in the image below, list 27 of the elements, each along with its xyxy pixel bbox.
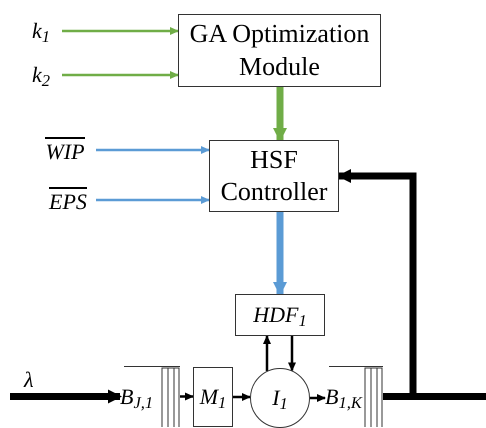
node-label: k$_{2}$	[32, 64, 50, 86]
node-label: k$_{1}$	[32, 20, 50, 42]
arrow	[288, 336, 296, 372]
arrow	[310, 394, 326, 402]
arrow	[10, 390, 122, 404]
arrow	[233, 393, 251, 401]
node-label: GA Optimization Module	[188, 18, 370, 82]
process-box	[235, 294, 325, 336]
arrow	[96, 196, 210, 204]
node-label: WIP	[45, 137, 85, 163]
process-box	[209, 140, 339, 212]
process-box	[178, 14, 381, 87]
arrow	[96, 146, 210, 154]
arrow	[180, 392, 194, 400]
arrow	[273, 87, 287, 142]
arrow	[263, 335, 271, 371]
node-label: M$_{1}$	[200, 386, 226, 408]
machine-box	[193, 367, 233, 427]
buffer-queue	[325, 366, 383, 427]
arrow	[62, 71, 179, 79]
node-label: EPS	[49, 187, 87, 213]
arrow	[62, 27, 179, 35]
buffer-queue	[120, 366, 180, 427]
node-label: HDF$_{1}$	[253, 304, 307, 326]
node-label: I$_{1}$	[272, 387, 288, 409]
node-label: HSF Controller	[220, 144, 328, 208]
arrow	[273, 212, 287, 296]
